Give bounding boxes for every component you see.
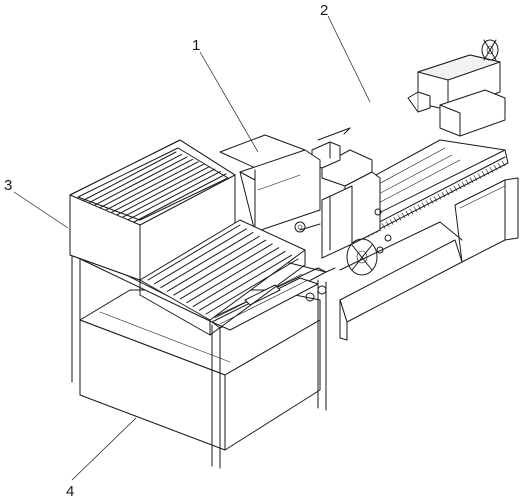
label-1: 1 bbox=[192, 37, 200, 54]
rack-rod bbox=[160, 232, 254, 289]
rack-rod bbox=[153, 228, 247, 285]
hopper-rod bbox=[133, 173, 227, 223]
screw-thread bbox=[497, 162, 502, 169]
hopper-rod bbox=[94, 156, 188, 206]
rack-rod bbox=[147, 224, 241, 281]
hopper-rod bbox=[89, 153, 183, 203]
screw-thread bbox=[429, 198, 434, 204]
screw-thread bbox=[405, 210, 410, 217]
hopper-rod bbox=[100, 158, 194, 208]
hopper-rod bbox=[127, 171, 221, 221]
screw-thread bbox=[473, 175, 478, 181]
screw-thread bbox=[389, 219, 394, 225]
rack-rod bbox=[173, 239, 267, 296]
screw-thread bbox=[409, 208, 414, 215]
screw-thread bbox=[461, 181, 466, 188]
screw-thread bbox=[413, 206, 418, 213]
hopper-rod bbox=[111, 163, 205, 213]
screw-thread bbox=[493, 164, 498, 171]
transfer-guide bbox=[299, 185, 353, 259]
label-3: 3 bbox=[4, 177, 12, 194]
lathe-base bbox=[339, 221, 463, 341]
screw-thread bbox=[425, 200, 430, 206]
screw-thread bbox=[385, 221, 390, 227]
screw-thread bbox=[441, 191, 446, 198]
screw-thread bbox=[401, 212, 406, 219]
lathe-right-cabinet bbox=[454, 177, 519, 263]
screw-thread bbox=[477, 173, 482, 179]
rack-rod bbox=[179, 243, 273, 300]
screw-thread bbox=[449, 187, 454, 194]
leader-line-4 bbox=[71, 417, 137, 481]
screw-thread bbox=[453, 185, 458, 192]
rack-rod bbox=[166, 235, 260, 292]
screw-thread bbox=[437, 194, 442, 200]
leader-line-3 bbox=[13, 191, 69, 229]
label-2: 2 bbox=[320, 2, 328, 19]
leader-line-2 bbox=[327, 15, 371, 103]
callouts: 1 2 3 4 bbox=[4, 2, 371, 500]
rack-rod bbox=[186, 247, 280, 304]
lathe-lead-screw-rail bbox=[354, 149, 509, 241]
feeder-housing bbox=[219, 134, 321, 233]
screw-thread bbox=[457, 183, 462, 190]
screw-thread bbox=[469, 177, 474, 183]
hopper-rod bbox=[105, 161, 199, 211]
screw-thread bbox=[485, 169, 490, 175]
rack-rod bbox=[199, 254, 293, 311]
screw-thread bbox=[417, 204, 422, 211]
screw-thread bbox=[481, 171, 486, 177]
rack-rod bbox=[205, 258, 299, 315]
screw-thread bbox=[421, 202, 426, 209]
hopper-rod bbox=[83, 151, 177, 201]
screw-thread bbox=[489, 166, 494, 173]
screw-thread bbox=[393, 217, 398, 223]
screw-thread bbox=[381, 223, 386, 229]
lathe-headstock bbox=[407, 39, 506, 137]
screw-thread bbox=[501, 160, 506, 167]
screw-thread bbox=[445, 189, 450, 196]
inclined-rack bbox=[139, 219, 306, 336]
lathe bbox=[299, 39, 519, 341]
rack-rod bbox=[192, 250, 286, 307]
screw-thread bbox=[397, 214, 402, 221]
leader-line-1 bbox=[199, 51, 259, 153]
screw-thread bbox=[465, 179, 470, 186]
hopper-rod bbox=[122, 168, 216, 218]
label-4: 4 bbox=[66, 483, 74, 500]
screw-thread bbox=[433, 196, 438, 202]
hopper-rod bbox=[116, 166, 210, 216]
